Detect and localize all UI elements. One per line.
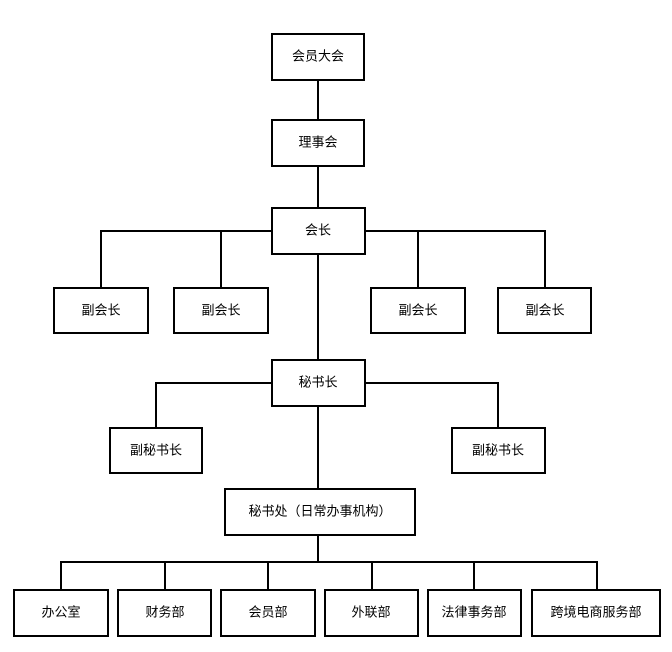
node-vice-president-3: 副会长: [370, 287, 466, 334]
node-cross-border-ecommerce-dept-label: 跨境电商服务部: [550, 605, 641, 621]
node-deputy-secretary-general-1: 副秘书长: [109, 427, 203, 474]
node-external-liaison-dept-box: [324, 589, 419, 637]
node-finance-dept: 财务部: [117, 589, 212, 637]
node-office: 办公室: [13, 589, 109, 637]
node-secretariat-box: [224, 488, 416, 536]
node-vice-president-3-label: 副会长: [398, 304, 437, 319]
node-deputy-secretary-general-1-label: 副秘书长: [130, 444, 182, 459]
node-president-box: [271, 207, 366, 255]
node-general-assembly: 会员大会: [271, 33, 365, 81]
node-deputy-secretary-general-2-box: [451, 427, 546, 474]
node-legal-affairs-dept: 法律事务部: [427, 589, 522, 637]
node-vice-president-4-box: [497, 287, 592, 334]
node-secretary-general-label: 秘书长: [298, 376, 337, 391]
node-secretariat-label: 秘书处（日常办事机构）: [248, 505, 391, 520]
node-secretary-general-box: [271, 359, 366, 407]
node-vice-president-4: 副会长: [497, 287, 592, 334]
node-vice-president-1: 副会长: [53, 287, 149, 334]
node-deputy-secretary-general-2: 副秘书长: [451, 427, 546, 474]
node-president-label: 会长: [305, 224, 331, 239]
node-vice-president-2: 副会长: [173, 287, 269, 334]
node-cross-border-ecommerce-dept: 跨境电商服务部: [531, 589, 661, 637]
node-president: 会长: [271, 207, 366, 255]
node-council-label: 理事会: [298, 136, 337, 151]
node-council-box: [271, 119, 365, 167]
connectors: [60, 80, 598, 590]
node-vice-president-4-label: 副会长: [525, 304, 564, 319]
node-general-assembly-box: [271, 33, 365, 81]
node-external-liaison-dept: 外联部: [324, 589, 419, 637]
node-finance-dept-label: 财务部: [145, 605, 184, 621]
node-deputy-secretary-general-2-label: 副秘书长: [472, 444, 524, 459]
node-council: 理事会: [271, 119, 365, 167]
node-external-liaison-dept-label: 外联部: [351, 606, 390, 621]
node-secretary-general: 秘书长: [271, 359, 366, 407]
node-vice-president-1-box: [53, 287, 149, 334]
node-vice-president-1-label: 副会长: [81, 304, 120, 319]
node-office-label: 办公室: [41, 605, 80, 621]
node-membership-dept-label: 会员部: [248, 606, 287, 621]
node-vice-president-2-box: [173, 287, 269, 334]
node-office-box: [13, 589, 109, 637]
node-legal-affairs-dept-label: 法律事务部: [441, 605, 506, 621]
node-cross-border-ecommerce-dept-box: [531, 589, 661, 637]
node-vice-president-3-box: [370, 287, 466, 334]
node-vice-president-2-label: 副会长: [201, 304, 240, 319]
node-secretariat: 秘书处（日常办事机构）: [224, 488, 416, 536]
node-membership-dept: 会员部: [220, 589, 316, 637]
node-membership-dept-box: [220, 589, 316, 637]
node-finance-dept-box: [117, 589, 212, 637]
node-general-assembly-label: 会员大会: [292, 50, 344, 65]
node-deputy-secretary-general-1-box: [109, 427, 203, 474]
node-legal-affairs-dept-box: [427, 589, 522, 637]
